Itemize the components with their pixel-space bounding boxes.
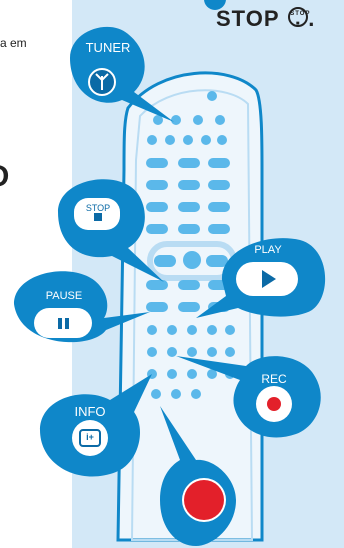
pause-button-icon	[34, 308, 92, 338]
stop-label: STOP	[82, 203, 114, 223]
stop-square-icon	[94, 213, 102, 221]
record-big-icon	[184, 480, 224, 520]
remote-button-power	[207, 91, 217, 101]
info-glyph-label: i+	[82, 432, 98, 442]
tuner-label: TUNER	[78, 40, 138, 55]
info-label: INFO	[70, 404, 110, 419]
play-label: PLAY	[250, 244, 286, 256]
pause-label: PAUSE	[38, 290, 90, 302]
rec-label: REC	[254, 372, 294, 386]
